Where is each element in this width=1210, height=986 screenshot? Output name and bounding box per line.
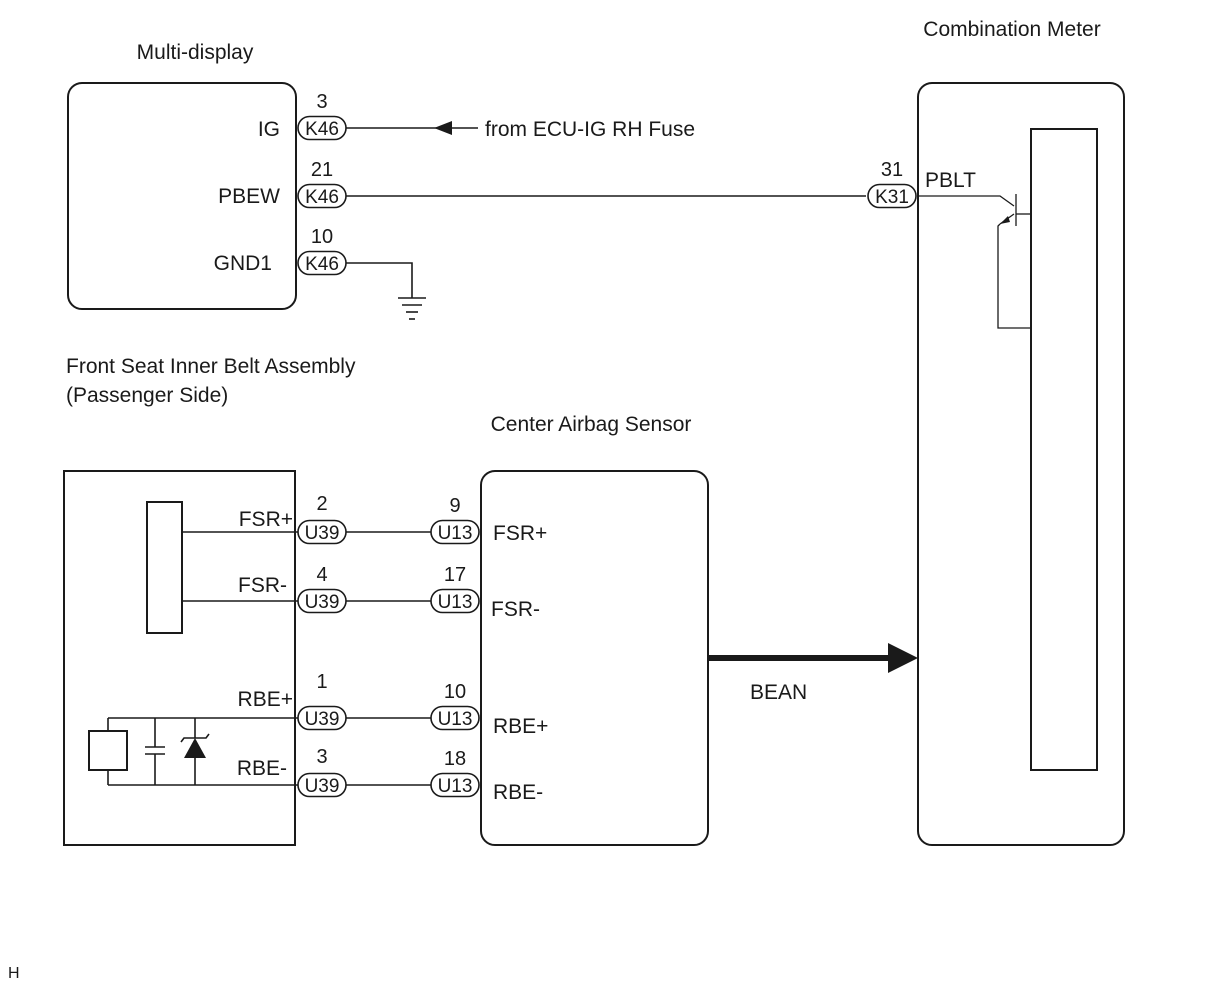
- connector-u13-rbe-minus: U13 18: [430, 748, 480, 798]
- connector-u39-fsr-plus: U39 2: [297, 493, 347, 545]
- multi-display-title: Multi-display: [137, 41, 254, 64]
- connector-id: U13: [438, 592, 473, 613]
- connector-u13-fsr-minus: U13 17: [430, 564, 480, 614]
- connector-id: U13: [438, 709, 473, 730]
- connector-u39-fsr-minus: U39 4: [297, 564, 347, 614]
- front-seat-belt-title: Front Seat Inner Belt Assembly: [66, 355, 356, 378]
- combination-meter-box: [917, 82, 1125, 846]
- connector-u39-rbe-minus: U39 3: [297, 746, 347, 798]
- belt-pin-rbe-plus: RBE+: [238, 688, 293, 711]
- connector-u39-rbe-plus: U39 1: [297, 671, 347, 731]
- connector-k31-pblt: K31 31: [867, 159, 917, 209]
- center-airbag-sensor-title: Center Airbag Sensor: [491, 413, 692, 436]
- connector-k46-pbew: K46 21: [297, 159, 347, 209]
- pin-number: 3: [316, 746, 327, 768]
- connector-id: K46: [305, 187, 339, 208]
- airbag-pin-rbe-minus: RBE-: [493, 781, 543, 804]
- buckle-switch-element: [88, 730, 128, 771]
- meter-display-panel: [1030, 128, 1098, 771]
- airbag-pin-fsr-minus: FSR-: [491, 598, 540, 621]
- pin-number: 17: [444, 564, 466, 586]
- belt-pin-fsr-plus: FSR+: [239, 508, 293, 531]
- connector-id: U39: [305, 592, 340, 613]
- connector-k46-gnd1: K46 10: [297, 226, 347, 276]
- pin-number: 9: [449, 495, 460, 517]
- connector-id: U13: [438, 776, 473, 797]
- pin-number: 10: [444, 681, 466, 703]
- bean-bus-label: BEAN: [750, 681, 807, 704]
- connector-u13-rbe-plus: U13 10: [430, 681, 480, 731]
- diode-icon: [184, 738, 206, 758]
- multi-display-pin-pbew: PBEW: [218, 185, 280, 208]
- connector-id: K46: [305, 254, 339, 275]
- combination-meter-pin-pblt: PBLT: [925, 169, 976, 192]
- pin-number: 1: [316, 671, 327, 693]
- combination-meter-title: Combination Meter: [923, 18, 1100, 41]
- belt-pin-rbe-minus: RBE-: [237, 757, 287, 780]
- multi-display-box: [67, 82, 297, 310]
- bean-arrow-icon: [888, 643, 918, 673]
- airbag-pin-rbe-plus: RBE+: [493, 715, 548, 738]
- pin-number: 2: [316, 493, 327, 515]
- transistor-icon: [918, 194, 1031, 329]
- ground-icon: [398, 297, 426, 320]
- pin-number: 31: [881, 159, 903, 181]
- connector-id: K31: [875, 187, 909, 208]
- airbag-pin-fsr-plus: FSR+: [493, 522, 547, 545]
- multi-display-pin-ig: IG: [258, 118, 280, 141]
- connector-u13-fsr-plus: U13 9: [430, 495, 480, 545]
- pin-number: 18: [444, 748, 466, 770]
- multi-display-pin-gnd1: GND1: [214, 252, 272, 275]
- connector-id: U39: [305, 776, 340, 797]
- fuse-arrow-icon: [434, 121, 452, 135]
- gnd1-wire: [346, 262, 413, 298]
- footer-code: H: [8, 965, 20, 982]
- front-seat-belt-subtitle: (Passenger Side): [66, 384, 228, 407]
- pin-number: 3: [316, 91, 327, 113]
- connector-id: U39: [305, 709, 340, 730]
- pin-number: 4: [316, 564, 327, 586]
- pin-number: 21: [311, 159, 333, 181]
- fuse-source-label: from ECU-IG RH Fuse: [485, 118, 695, 141]
- belt-pin-fsr-minus: FSR-: [238, 574, 287, 597]
- front-seat-belt-box: [63, 470, 296, 846]
- buckle-switch-circuit: [88, 717, 298, 786]
- connector-k46-ig: K46 3: [297, 91, 347, 141]
- pin-number: 10: [311, 226, 333, 248]
- connector-id: K46: [305, 119, 339, 140]
- connector-id: U39: [305, 523, 340, 544]
- seat-sensor-element: [146, 501, 183, 634]
- connector-id: U13: [438, 523, 473, 544]
